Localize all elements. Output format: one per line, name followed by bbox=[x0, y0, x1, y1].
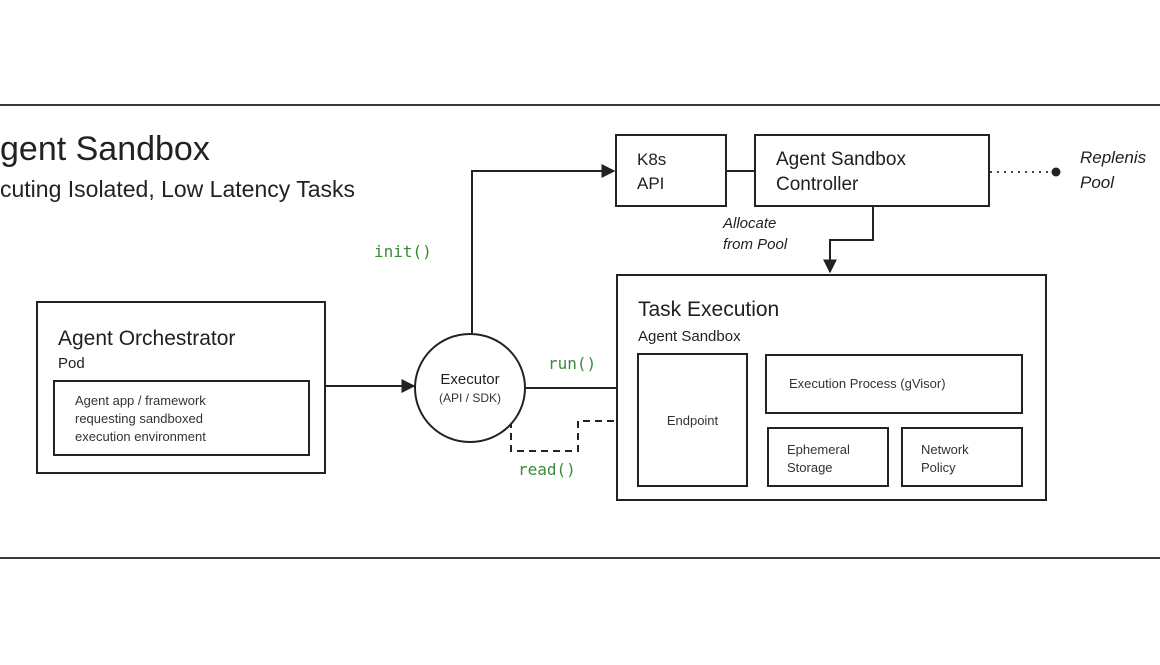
k8s-line2: API bbox=[637, 174, 665, 193]
task-execution-box: Task Execution Agent Sandbox Endpoint Ex… bbox=[616, 274, 1047, 501]
agent-orchestrator-box: Agent Orchestrator Pod Agent app / frame… bbox=[36, 301, 326, 474]
task-subtitle: Agent Sandbox bbox=[638, 328, 741, 345]
controller-line1: Agent Sandbox bbox=[776, 149, 906, 170]
executor-node: Executor (API / SDK) bbox=[414, 333, 526, 443]
read-dashed-line bbox=[510, 420, 617, 452]
agent-app-box: Agent app / framework requesting sandbox… bbox=[53, 380, 310, 456]
diagram-title: gent Sandbox bbox=[0, 130, 210, 168]
replenish-line1: Replenis bbox=[1080, 148, 1147, 167]
ephemeral-storage-label: Ephemeral Storage bbox=[787, 442, 850, 475]
run-call-label: run() bbox=[548, 354, 597, 373]
allocate-line2: from Pool bbox=[723, 236, 788, 253]
executor-subtitle: (API / SDK) bbox=[438, 391, 501, 405]
k8s-line1: K8s bbox=[637, 150, 667, 169]
agent-sandbox-controller-box: Agent Sandbox Controller bbox=[754, 134, 990, 207]
controller-to-task-arrow bbox=[823, 207, 874, 274]
allocate-line1: Allocate bbox=[723, 215, 777, 232]
controller-line2: Controller bbox=[776, 174, 859, 195]
init-call-label: init() bbox=[374, 242, 432, 261]
execution-process-label: Execution Process (gVisor) bbox=[789, 376, 946, 391]
diagram-frame bbox=[0, 104, 1160, 559]
agent-app-text: Agent app / framework requesting sandbox… bbox=[75, 393, 206, 444]
read-call-label: read() bbox=[518, 460, 576, 479]
task-title: Task Execution bbox=[638, 298, 780, 321]
execution-process-box: Execution Process (gVisor) bbox=[765, 354, 1023, 414]
endpoint-label: Endpoint bbox=[666, 412, 719, 428]
diagram-subtitle: cuting Isolated, Low Latency Tasks bbox=[0, 176, 356, 202]
k8s-api-box: K8s API bbox=[615, 134, 727, 207]
network-policy-label: Network Policy bbox=[921, 442, 969, 475]
replenish-line2: Pool bbox=[1080, 173, 1115, 192]
network-policy-box: Network Policy bbox=[901, 427, 1023, 487]
orchestrator-title: Agent Orchestrator bbox=[58, 327, 236, 350]
endpoint-box: Endpoint bbox=[637, 353, 748, 487]
ephemeral-storage-box: Ephemeral Storage bbox=[767, 427, 889, 487]
executor-to-k8s-arrow bbox=[471, 164, 616, 333]
orchestrator-subtitle: Pod bbox=[58, 355, 85, 372]
replenish-dot bbox=[1051, 167, 1061, 177]
executor-title: Executor bbox=[440, 371, 500, 388]
